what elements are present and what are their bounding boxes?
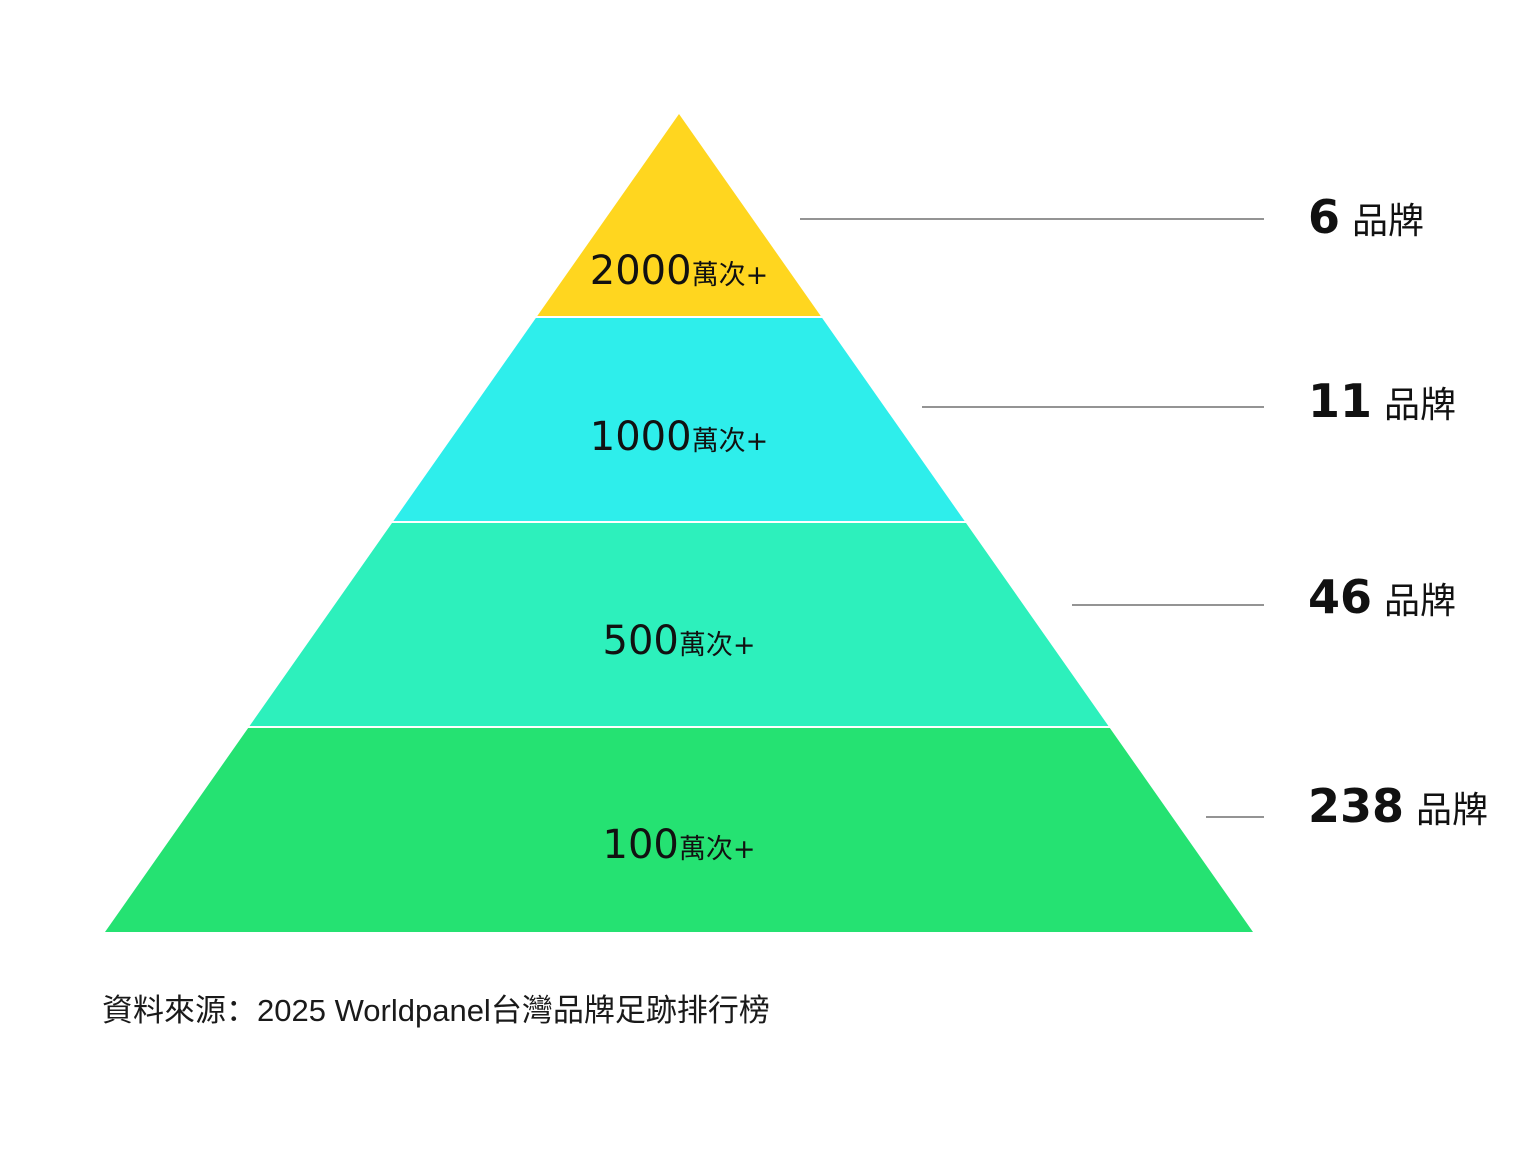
brand-count-number: 238 [1308, 779, 1404, 833]
tier-threshold: 1000 [590, 414, 692, 460]
brand-count-number: 46 [1308, 570, 1372, 624]
tier-threshold: 2000 [590, 248, 692, 294]
brand-count-unit: 品牌 [1384, 581, 1456, 622]
pyramid-tier-1000 [393, 318, 965, 521]
tier-unit: 萬次+ [692, 260, 769, 291]
brand-count-number: 11 [1308, 374, 1372, 428]
brand-count-1000: 11 品牌 [1308, 374, 1456, 428]
tier-threshold: 100 [603, 822, 679, 868]
pyramid-tier-500 [249, 523, 1109, 726]
brand-count-500: 46 品牌 [1308, 570, 1456, 624]
tier-unit: 萬次+ [679, 630, 756, 661]
pyramid-tier-2000 [537, 114, 821, 316]
brand-count-100: 238 品牌 [1308, 779, 1488, 833]
pyramid-tier-100 [105, 728, 1253, 932]
brand-count-unit: 品牌 [1384, 385, 1456, 426]
source-note: 資料來源：2025 Worldpanel台灣品牌足跡排行榜 [102, 993, 770, 1028]
tier-unit: 萬次+ [679, 834, 756, 865]
brand-count-unit: 品牌 [1416, 790, 1488, 831]
brand-count-number: 6 [1308, 190, 1340, 244]
tier-label-500: 500萬次+ [603, 618, 756, 664]
brand-count-2000: 6 品牌 [1308, 190, 1424, 244]
tier-label-2000: 2000萬次+ [590, 248, 768, 294]
tier-threshold: 500 [603, 618, 679, 664]
brand-count-unit: 品牌 [1352, 201, 1424, 242]
tier-unit: 萬次+ [692, 426, 769, 457]
tier-label-100: 100萬次+ [603, 822, 756, 868]
tier-label-1000: 1000萬次+ [590, 414, 768, 460]
